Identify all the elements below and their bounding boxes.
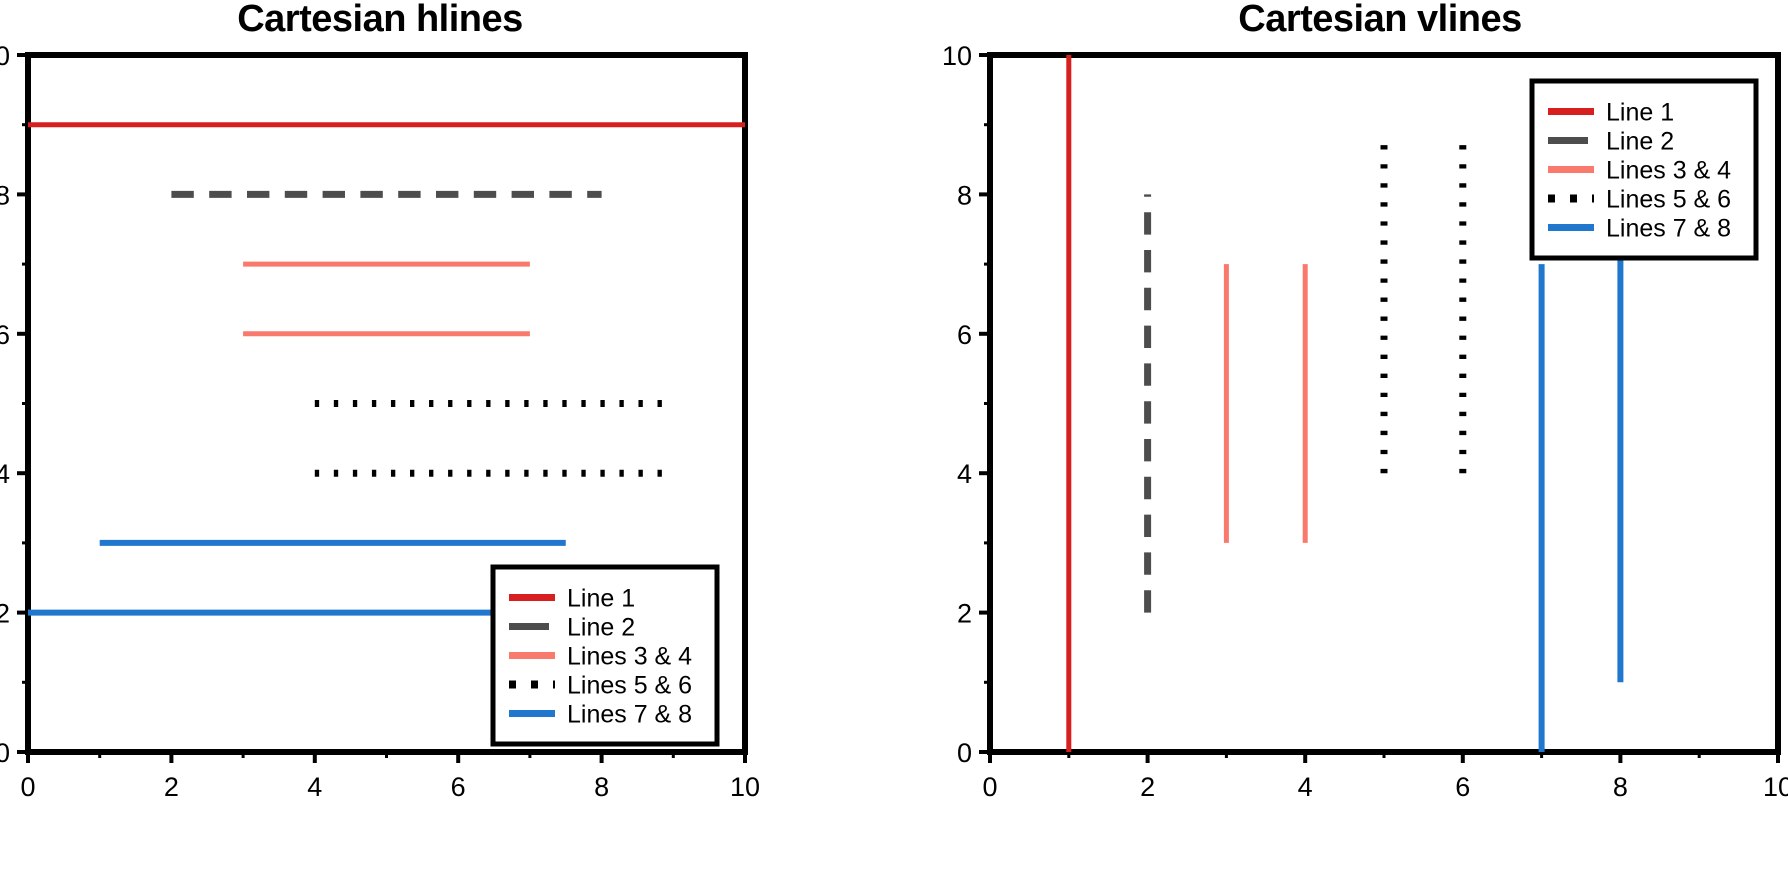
legend-label: Lines 7 & 8 <box>1606 215 1731 243</box>
x-tick-label: 0 <box>20 772 35 802</box>
legend-item[interactable]: Line 1 <box>509 585 635 613</box>
legend-label: Lines 3 & 4 <box>1606 157 1731 185</box>
axis-ticks: 0 2 4 6 8 10 0 2 4 6 8 10 <box>942 41 1788 802</box>
legend-label: Line 1 <box>1606 99 1674 127</box>
y-tick-label: 8 <box>957 180 972 210</box>
x-tick-label: 6 <box>451 772 466 802</box>
legend-label: Line 2 <box>1606 128 1674 156</box>
legend-item[interactable]: Line 1 <box>1548 99 1674 127</box>
legend-label: Lines 3 & 4 <box>567 643 692 671</box>
legend-label: Lines 5 & 6 <box>567 672 692 700</box>
y-tick-label: 10 <box>942 41 972 71</box>
legend-item[interactable]: Lines 5 & 6 <box>509 672 692 700</box>
data-series-group <box>1066 55 1624 752</box>
y-tick-label: 10 <box>0 41 10 71</box>
x-tick-label: 10 <box>730 772 760 802</box>
y-tick-label: 6 <box>957 320 972 350</box>
legend-label: Lines 7 & 8 <box>567 701 692 729</box>
legend-item[interactable]: Lines 7 & 8 <box>509 701 692 729</box>
page-title-vlines: Cartesian vlines <box>1238 0 1522 40</box>
page-title-hlines: Cartesian hlines <box>237 0 523 40</box>
y-tick-label: 0 <box>0 738 10 768</box>
x-tick-label: 4 <box>307 772 322 802</box>
x-tick-label: 4 <box>1298 772 1313 802</box>
x-tick-label: 8 <box>1613 772 1628 802</box>
legend-label: Line 2 <box>567 614 635 642</box>
y-tick-label: 4 <box>957 459 972 489</box>
x-tick-label: 10 <box>1763 772 1788 802</box>
x-tick-label: 6 <box>1455 772 1470 802</box>
y-tick-label: 2 <box>957 599 972 629</box>
y-tick-label: 2 <box>0 599 10 629</box>
legend-label: Line 1 <box>567 585 635 613</box>
y-tick-label: 6 <box>0 320 10 350</box>
legend-label: Lines 5 & 6 <box>1606 186 1731 214</box>
x-tick-label: 0 <box>982 772 997 802</box>
x-tick-label: 2 <box>1140 772 1155 802</box>
x-tick-label: 2 <box>164 772 179 802</box>
legend-item[interactable]: Line 2 <box>509 614 635 642</box>
legend-item[interactable]: Line 2 <box>1548 128 1674 156</box>
legend-item[interactable]: Lines 3 & 4 <box>509 643 692 671</box>
legend-item[interactable]: Lines 5 & 6 <box>1548 186 1731 214</box>
y-tick-label: 8 <box>0 180 10 210</box>
legend-item[interactable]: Lines 7 & 8 <box>1548 215 1731 243</box>
x-tick-label: 8 <box>594 772 609 802</box>
y-tick-label: 0 <box>957 738 972 768</box>
y-tick-label: 4 <box>0 459 10 489</box>
legend-item[interactable]: Lines 3 & 4 <box>1548 157 1731 185</box>
data-series-group <box>28 122 745 616</box>
axis-ticks: 0 2 4 6 8 10 0 2 4 6 8 10 <box>0 41 760 802</box>
